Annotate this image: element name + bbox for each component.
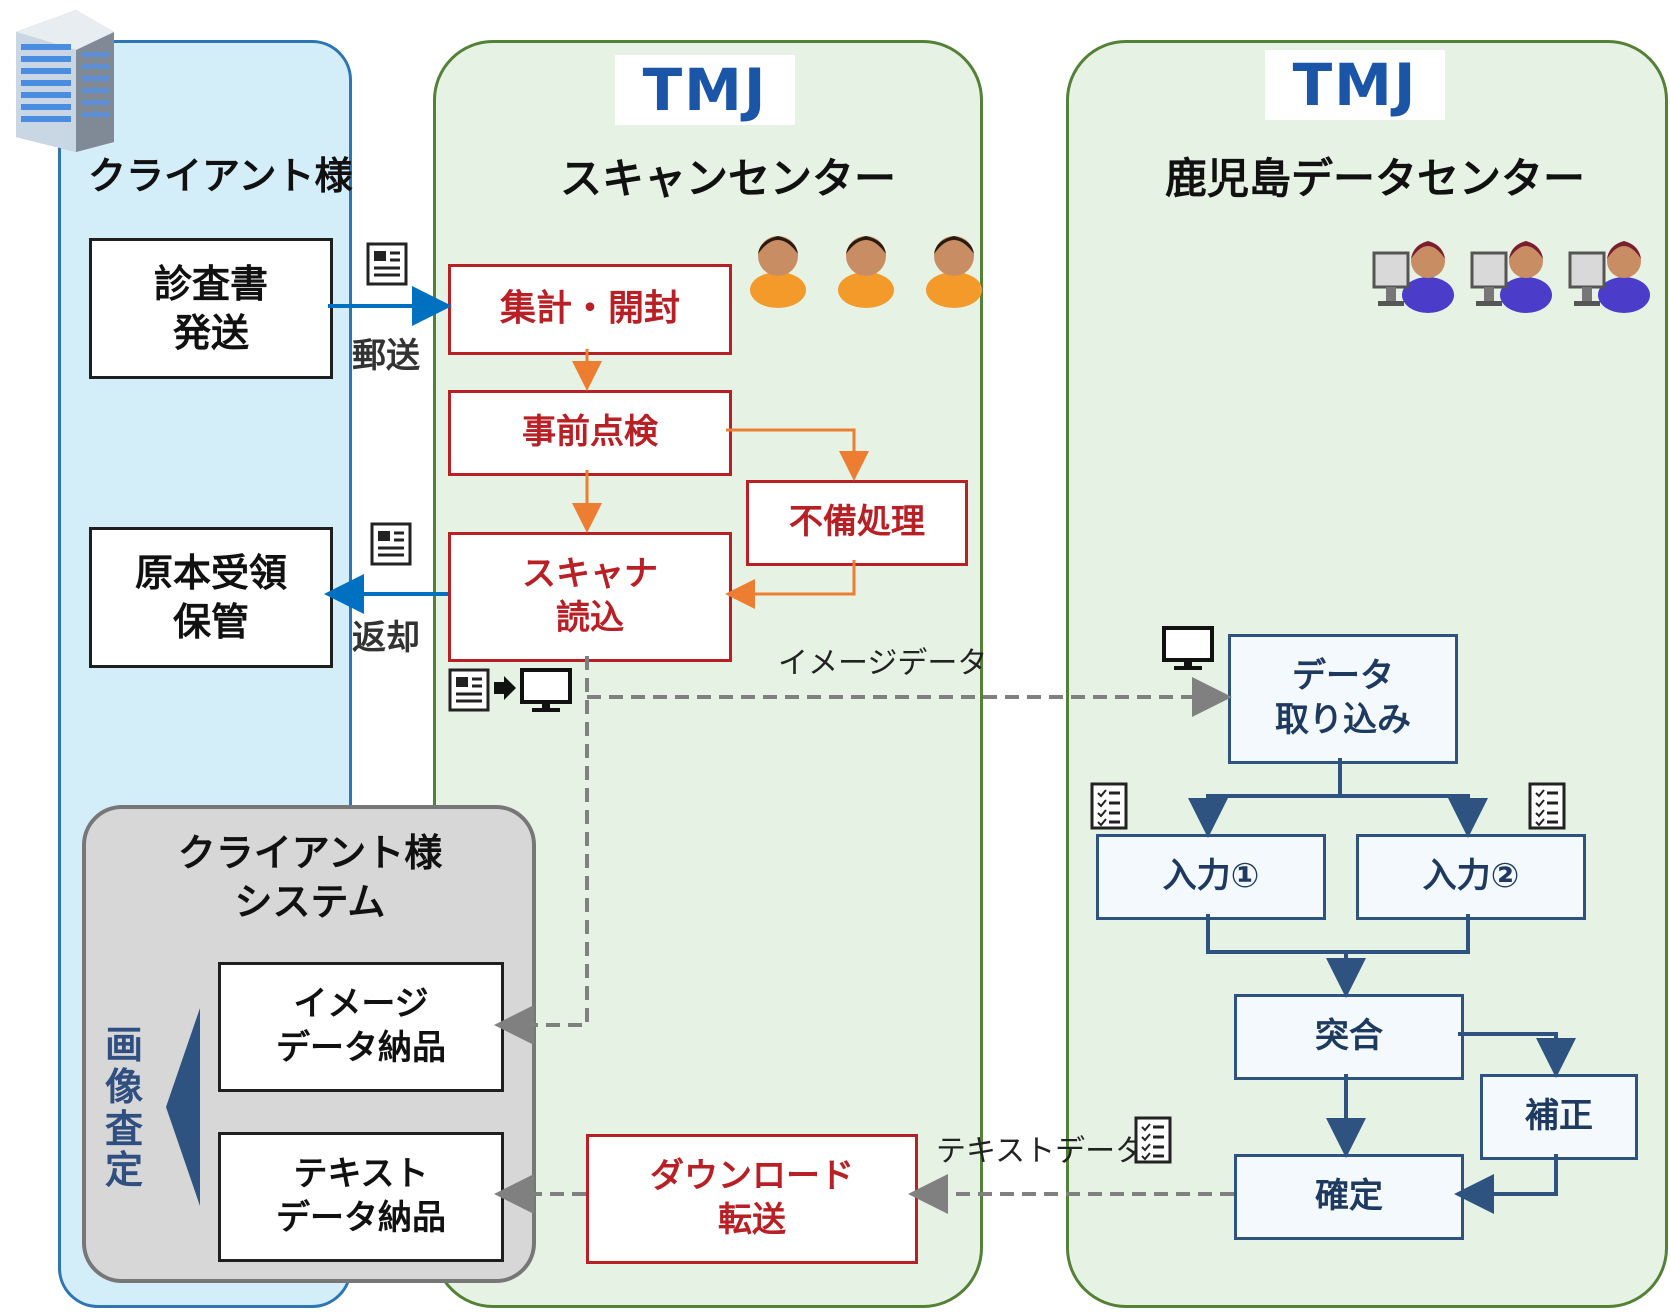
document-icon <box>366 242 408 286</box>
pc-operator-icon <box>1370 225 1460 315</box>
checklist-icon <box>1090 782 1128 830</box>
image-delivery-box: イメージ データ納品 <box>218 962 504 1092</box>
document-icon <box>448 668 490 712</box>
operator-icon <box>924 228 984 308</box>
count-open-box: 集計・開封 <box>448 264 732 355</box>
correct-confirm-arrow <box>1454 1154 1558 1214</box>
image-data-label: イメージデータ <box>778 646 988 681</box>
document-icon <box>370 522 412 566</box>
return-label: 返却 <box>352 618 420 658</box>
data-import-box: データ 取り込み <box>1228 634 1458 764</box>
tmj-logo-kagoshima: TMJ <box>1265 50 1445 120</box>
split-connector <box>1340 794 1488 838</box>
image-assessment-label: 画 像 査 定 <box>104 1023 143 1193</box>
send-questionnaire-box: 診査書 発送 <box>89 238 333 379</box>
input-1-box: 入力① <box>1096 834 1326 920</box>
pc-operator-icon <box>1566 225 1656 315</box>
scanner-read-box: スキャナ 読込 <box>448 532 732 662</box>
client-column-title: クライアント様 <box>88 154 353 198</box>
tmj-logo-scan: TMJ <box>615 55 795 125</box>
convert-arrow-icon <box>494 676 516 700</box>
download-transfer-box: ダウンロード 転送 <box>586 1134 918 1264</box>
defect-handling-box: 不備処理 <box>746 480 968 566</box>
pc-operator-icon <box>1468 225 1558 315</box>
client-system-title: クライアント様 システム <box>177 831 443 924</box>
image-delivery-arrow <box>494 656 589 1045</box>
operator-icon <box>836 228 896 308</box>
checklist-icon <box>1134 1116 1172 1164</box>
checklist-icon <box>1528 782 1566 830</box>
operator-icon <box>748 228 808 308</box>
scan-center-title: スキャンセンター <box>560 154 897 203</box>
precheck-box: 事前点検 <box>448 390 732 476</box>
receive-originals-box: 原本受領 保管 <box>89 527 333 668</box>
text-delivery-box: テキスト データ納品 <box>218 1132 504 1262</box>
kagoshima-center-title: 鹿児島データセンター <box>1165 154 1586 203</box>
match-correct-arrow <box>1458 1032 1576 1078</box>
monitor-icon <box>520 668 572 712</box>
flow-arrow <box>726 428 869 481</box>
mail-label: 郵送 <box>352 336 420 376</box>
text-data-label: テキストデータ <box>936 1134 1146 1169</box>
input-2-box: 入力② <box>1356 834 1586 920</box>
merge-connector <box>1206 914 1470 954</box>
monitor-icon <box>1162 626 1214 670</box>
match-box: 突合 <box>1234 994 1464 1080</box>
split-connector <box>1188 758 1342 838</box>
flow-arrow <box>725 560 856 609</box>
assessment-triangle <box>166 1008 200 1206</box>
building-icon <box>6 2 116 152</box>
